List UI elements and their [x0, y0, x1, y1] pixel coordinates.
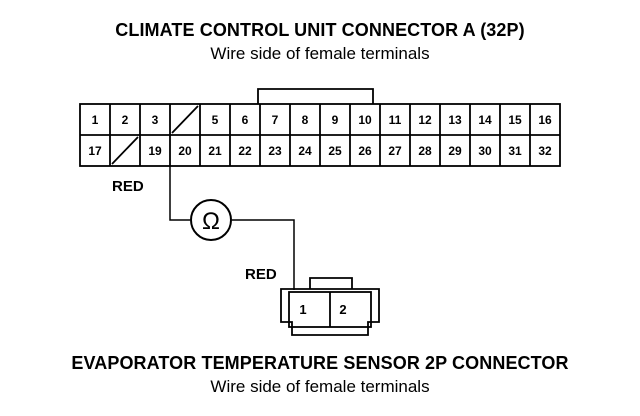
terminal-label: 13	[448, 113, 462, 127]
terminal-label: 1	[299, 302, 306, 317]
ohm-symbol: Ω	[202, 208, 220, 235]
terminal-label: 1	[92, 113, 99, 127]
terminal-label: 32	[538, 144, 552, 158]
wire-color-label-a: RED	[112, 178, 144, 195]
terminal-label: 24	[298, 144, 312, 158]
connector-b-subtitle: Wire side of female terminals	[210, 377, 430, 396]
unused-terminal-18-slash	[111, 136, 139, 165]
terminal-label: 17	[88, 144, 102, 158]
terminal-label: 6	[242, 113, 249, 127]
probe-wire-a	[169, 166, 190, 221]
terminal-label: 21	[208, 144, 222, 158]
connector-a-latch	[257, 88, 374, 104]
terminal-label: 2	[339, 302, 346, 317]
connector-a-title: CLIMATE CONTROL UNIT CONNECTOR A (32P)	[115, 20, 525, 40]
probe-wire-b	[232, 219, 295, 290]
terminal-label: 26	[358, 144, 372, 158]
connector-a-subtitle: Wire side of female terminals	[210, 44, 430, 63]
wire-color-label-b: RED	[245, 266, 277, 283]
connector-b-latch	[309, 277, 353, 289]
terminal-label: 16	[538, 113, 552, 127]
terminal-label: 7	[272, 113, 279, 127]
terminal-label: 30	[478, 144, 492, 158]
terminal-label: 27	[388, 144, 402, 158]
terminal-label: 31	[508, 144, 522, 158]
connector-a-top-row: 1 2 3 5 6 7 8 9 10 11 12 13 14 15 16	[92, 113, 552, 127]
terminal-label: 25	[328, 144, 342, 158]
ohmmeter-icon: Ω	[190, 199, 232, 241]
unused-terminal-4-slash	[171, 105, 199, 134]
terminal-label: 11	[389, 113, 402, 127]
terminal-label: 3	[152, 113, 159, 127]
terminal-label: 23	[268, 144, 282, 158]
terminal-label: 12	[418, 113, 432, 127]
connector-a-bottom-row: 17 19 20 21 22 23 24 25 26 27 28 29 30 3…	[88, 144, 552, 158]
terminal-label: 5	[212, 113, 219, 127]
terminal-label: 14	[478, 113, 492, 127]
probe-wires	[169, 166, 295, 290]
connector-b-terminals: 1 2	[299, 302, 346, 317]
terminal-label: 20	[178, 144, 192, 158]
connector-b-title: EVAPORATOR TEMPERATURE SENSOR 2P CONNECT…	[71, 353, 569, 373]
terminal-label: 28	[418, 144, 432, 158]
terminal-label: 10	[358, 113, 372, 127]
terminal-label: 15	[508, 113, 522, 127]
terminal-label: 19	[148, 144, 162, 158]
terminal-label: 2	[122, 113, 129, 127]
connector-b-housing	[280, 288, 380, 336]
terminal-label: 29	[448, 144, 462, 158]
terminal-label: 22	[238, 144, 252, 158]
terminal-label: 8	[302, 113, 309, 127]
connector-b	[280, 277, 380, 336]
connector-a	[79, 88, 561, 167]
terminal-label: 9	[332, 113, 339, 127]
